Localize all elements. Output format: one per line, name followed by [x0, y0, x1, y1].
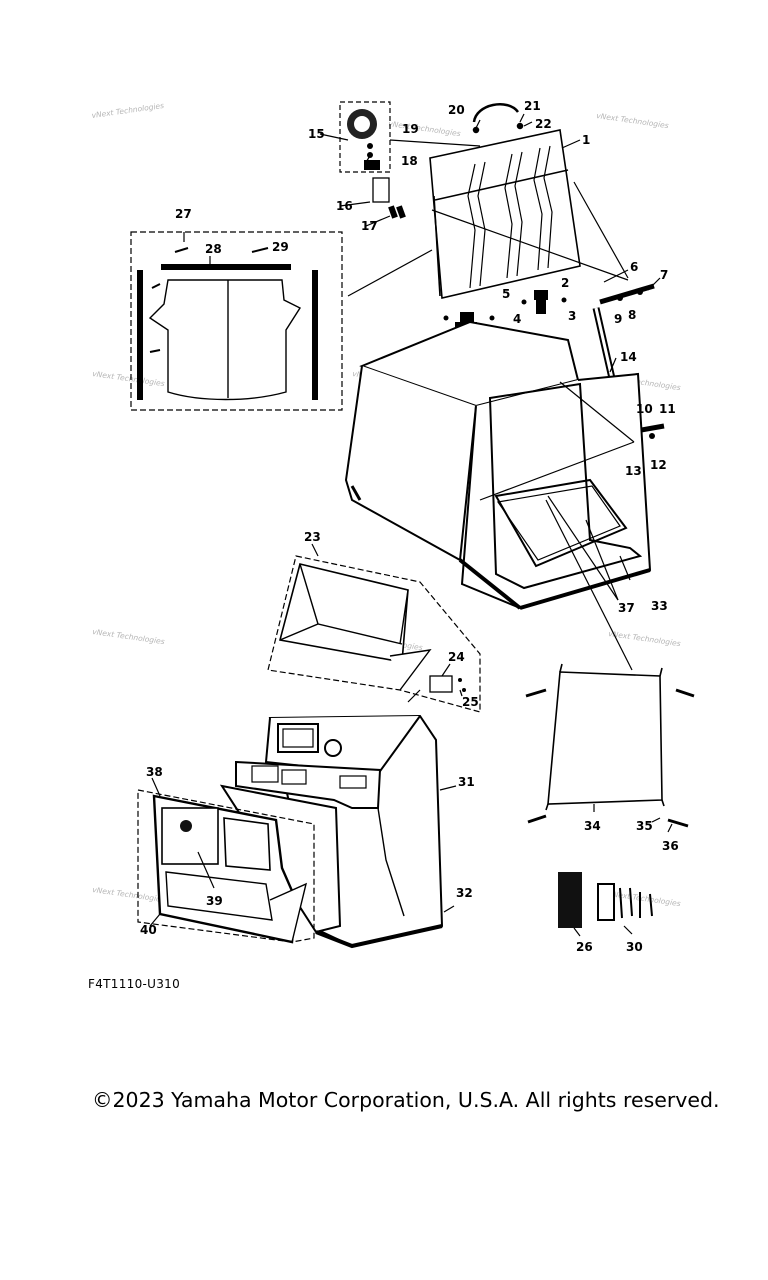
callout-29: 29: [272, 240, 289, 254]
callout-8: 8: [628, 308, 636, 322]
callout-16: 16: [336, 199, 353, 213]
floor-mat-part: [525, 663, 695, 828]
callout-13: 13: [625, 464, 642, 478]
copyright-notice: ©2023 Yamaha Motor Corporation, U.S.A. A…: [92, 1088, 720, 1112]
callout-9: 9: [614, 312, 622, 326]
part-code: F4T1110-U310: [88, 977, 181, 991]
callout-2: 2: [561, 276, 569, 290]
callout-22: 22: [535, 117, 552, 131]
callouts: 1 2 3 4 5 6 7 8 9 10 11 12 13 14 15 16 1…: [140, 99, 679, 954]
callout-38: 38: [146, 765, 163, 779]
seal-kit-part: [130, 231, 343, 411]
watermark: vNext Technologies: [388, 119, 462, 138]
callout-40: 40: [140, 923, 157, 937]
watermark: vNext Technologies: [92, 885, 166, 904]
callout-39: 39: [206, 894, 223, 908]
callout-17: 17: [361, 219, 378, 233]
strip-part: [558, 872, 582, 928]
callout-15: 15: [308, 127, 325, 141]
callout-26: 26: [576, 940, 593, 954]
callout-28: 28: [205, 242, 222, 256]
callout-36: 36: [662, 839, 679, 853]
watermark: vNext Technologies: [92, 627, 166, 646]
tool-kit-part: [597, 883, 653, 921]
callout-34: 34: [584, 819, 601, 833]
callout-4: 4: [513, 312, 521, 326]
windscreen-kit-part: [267, 555, 481, 713]
watermark: vNext Technologies: [596, 111, 670, 130]
callout-35: 35: [636, 819, 653, 833]
callout-6: 6: [630, 260, 638, 274]
callout-31: 31: [458, 775, 475, 789]
callout-3: 3: [568, 309, 576, 323]
glove-box-kit-part: [137, 789, 315, 944]
callout-11: 11: [659, 402, 676, 416]
callout-32: 32: [456, 886, 473, 900]
callout-33: 33: [651, 599, 668, 613]
handle-part: [472, 103, 524, 134]
cab-frame-part: [344, 320, 652, 610]
callout-7: 7: [660, 268, 668, 282]
latch-part: [339, 101, 406, 219]
callout-21: 21: [524, 99, 541, 113]
door-panel-part: [429, 129, 581, 299]
callout-27: 27: [175, 207, 192, 221]
callout-14: 14: [620, 350, 637, 364]
callout-20: 20: [448, 103, 465, 117]
callout-1: 1: [582, 133, 590, 147]
callout-24: 24: [448, 650, 465, 664]
callout-5: 5: [502, 287, 510, 301]
callout-10: 10: [636, 402, 653, 416]
leader-lines: [149, 113, 673, 937]
callout-18: 18: [401, 154, 418, 168]
callout-25: 25: [462, 695, 479, 709]
watermark: vNext Technologies: [91, 101, 165, 120]
callout-23: 23: [304, 530, 321, 544]
callout-37: 37: [618, 601, 635, 615]
callout-12: 12: [650, 458, 667, 472]
watermark: vNext Technologies: [92, 369, 166, 388]
watermark: vNext Technologies: [608, 889, 682, 908]
callout-30: 30: [626, 940, 643, 954]
watermark: vNext Technologies: [608, 629, 682, 648]
callout-19: 19: [402, 122, 419, 136]
